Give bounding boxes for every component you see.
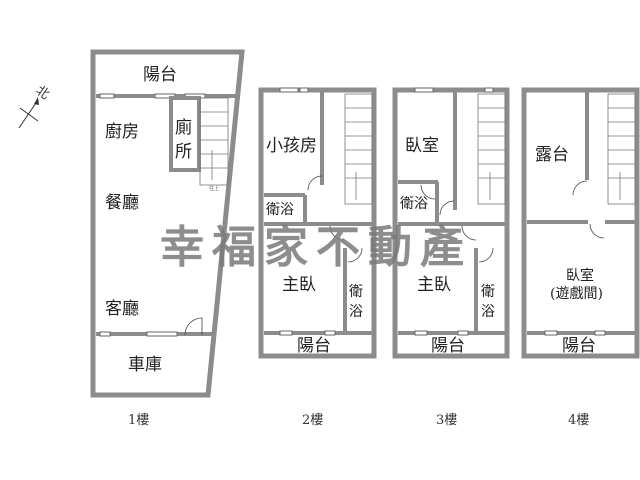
room-toilet-2: 所 [175, 142, 192, 162]
floor-label: 3樓 [436, 413, 457, 428]
floor-1-plan: 往上 陽台 廚房 廁 所 餐廳 客廳 車庫 1樓 [90, 49, 245, 428]
room-bath-small: 衛浴 [266, 202, 294, 218]
room-garage: 車庫 [128, 355, 162, 375]
room-balcony: 陽台 [562, 336, 596, 356]
room-bath-small: 衛浴 [400, 196, 428, 212]
room-bedroom-note: (遊戲間) [550, 286, 603, 302]
floor-label: 1樓 [128, 413, 149, 428]
room-balcony: 陽台 [431, 336, 465, 356]
floor-label: 4樓 [568, 413, 589, 428]
stairs [199, 97, 229, 186]
stair-up-label: 往上 [209, 185, 219, 192]
room-living: 客廳 [105, 299, 139, 319]
north-arrow-icon: 北 [18, 83, 52, 129]
floor-3-plan: 臥室 衛浴 主臥 衛 浴 陽台 3樓 [392, 87, 510, 428]
room-balcony: 陽台 [297, 336, 331, 356]
room-bath: 衛 [349, 284, 363, 300]
room-bedroom: 臥室 [566, 267, 594, 284]
watermark: 幸福家不動產 [160, 222, 472, 273]
compass-label: 北 [33, 83, 52, 103]
floor-2-plan: 小孩房 衛浴 主臥 衛 浴 陽台 2樓 [258, 87, 377, 428]
door[interactable] [184, 317, 203, 336]
room-balcony: 陽台 [143, 65, 177, 85]
room-master: 主臥 [282, 275, 316, 295]
room-bath-2: 浴 [481, 304, 495, 320]
room-bath-2: 浴 [349, 304, 363, 320]
room-bedroom: 臥室 [405, 136, 439, 156]
room-bath: 衛 [481, 284, 495, 300]
room-toilet: 廁 [175, 117, 192, 138]
room-master: 主臥 [417, 275, 451, 295]
stairs [477, 93, 506, 205]
room-dining: 餐廳 [105, 193, 139, 213]
room-kitchen: 廚房 [105, 121, 139, 142]
stairs [344, 93, 373, 205]
floor-label: 2樓 [302, 413, 323, 428]
room-kids: 小孩房 [266, 136, 317, 156]
floor-4-plan: 露台 臥室 (遊戲間) 陽台 4樓 [521, 87, 640, 428]
room-terrace: 露台 [535, 145, 569, 165]
stairs [607, 93, 636, 205]
